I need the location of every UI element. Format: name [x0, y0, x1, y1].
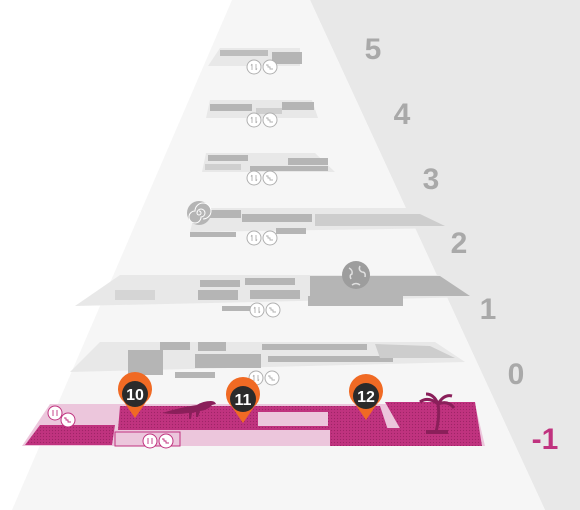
map-pin-10-label: 10: [126, 387, 144, 404]
floor-label-2[interactable]: 2: [451, 227, 468, 260]
floor-label-1[interactable]: 1: [480, 293, 497, 326]
map-pin-11-label: 11: [235, 392, 252, 409]
map-pin-12[interactable]: 12: [349, 374, 383, 420]
floor-label-4[interactable]: 4: [394, 98, 411, 131]
floor-3-plan[interactable]: [202, 153, 335, 186]
floor-2-plan[interactable]: [187, 201, 452, 246]
map-pin-11[interactable]: 11: [226, 377, 260, 423]
floor-0-plan[interactable]: [70, 342, 465, 386]
globe-icon: [342, 261, 370, 289]
floor-1-plan[interactable]: [75, 261, 475, 318]
floor-minus-1-elevator-stairs-icon: [142, 433, 174, 449]
map-pin-10[interactable]: 10: [118, 372, 153, 418]
ammonite-icon: [187, 201, 212, 225]
floor-5-plan[interactable]: [208, 48, 302, 75]
floor-label-3[interactable]: 3: [423, 163, 440, 196]
floor-label-0[interactable]: 0: [508, 358, 525, 391]
palm-tree-icon: [419, 392, 456, 434]
background-panel: [310, 0, 580, 510]
floor-label-minus-1[interactable]: -1: [532, 423, 559, 456]
floor-4-plan[interactable]: [206, 100, 318, 128]
dinosaur-icon: [162, 401, 216, 419]
map-pin-12-label: 12: [357, 389, 375, 406]
floor-label-5[interactable]: 5: [365, 33, 382, 66]
floor-minus-1-elevator-stairs-icon-left: [47, 405, 76, 428]
